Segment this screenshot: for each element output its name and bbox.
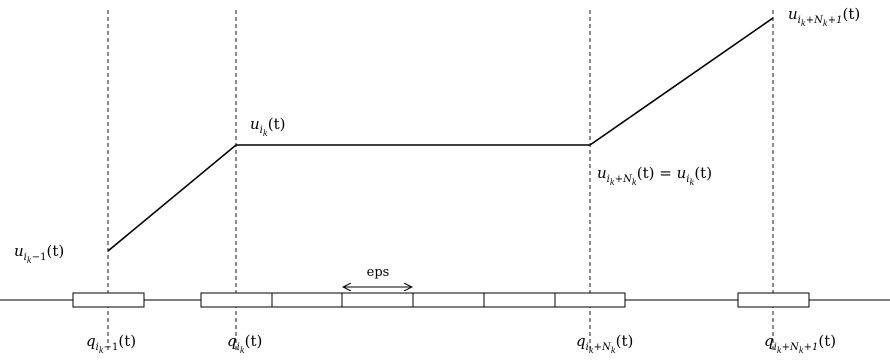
label-u-kN1: uik+Nk+1(t) — [788, 5, 860, 28]
label-q-kN1: qik+Nk+1(t) — [764, 332, 836, 355]
cell-prev — [72, 292, 145, 308]
label-q-k: qik(t) — [227, 332, 262, 355]
label-u-prev: uik−1(t) — [14, 242, 64, 265]
cell-1 — [200, 292, 273, 308]
cell-last — [737, 292, 810, 308]
label-q-prev: qik−1(t) — [86, 332, 136, 355]
cell-4 — [412, 292, 485, 308]
cell-5 — [483, 292, 556, 308]
eps-label: eps — [367, 265, 390, 280]
label-q-kN: qik+Nk(t) — [576, 332, 633, 355]
cell-2 — [271, 292, 343, 308]
label-u-kN-equality: uik+Nk(t) = uik(t) — [597, 164, 712, 187]
piecewise-curve — [107, 17, 774, 252]
cell-3 — [341, 292, 414, 308]
cell-6 — [554, 292, 626, 308]
label-u-k: uik(t) — [250, 115, 285, 138]
